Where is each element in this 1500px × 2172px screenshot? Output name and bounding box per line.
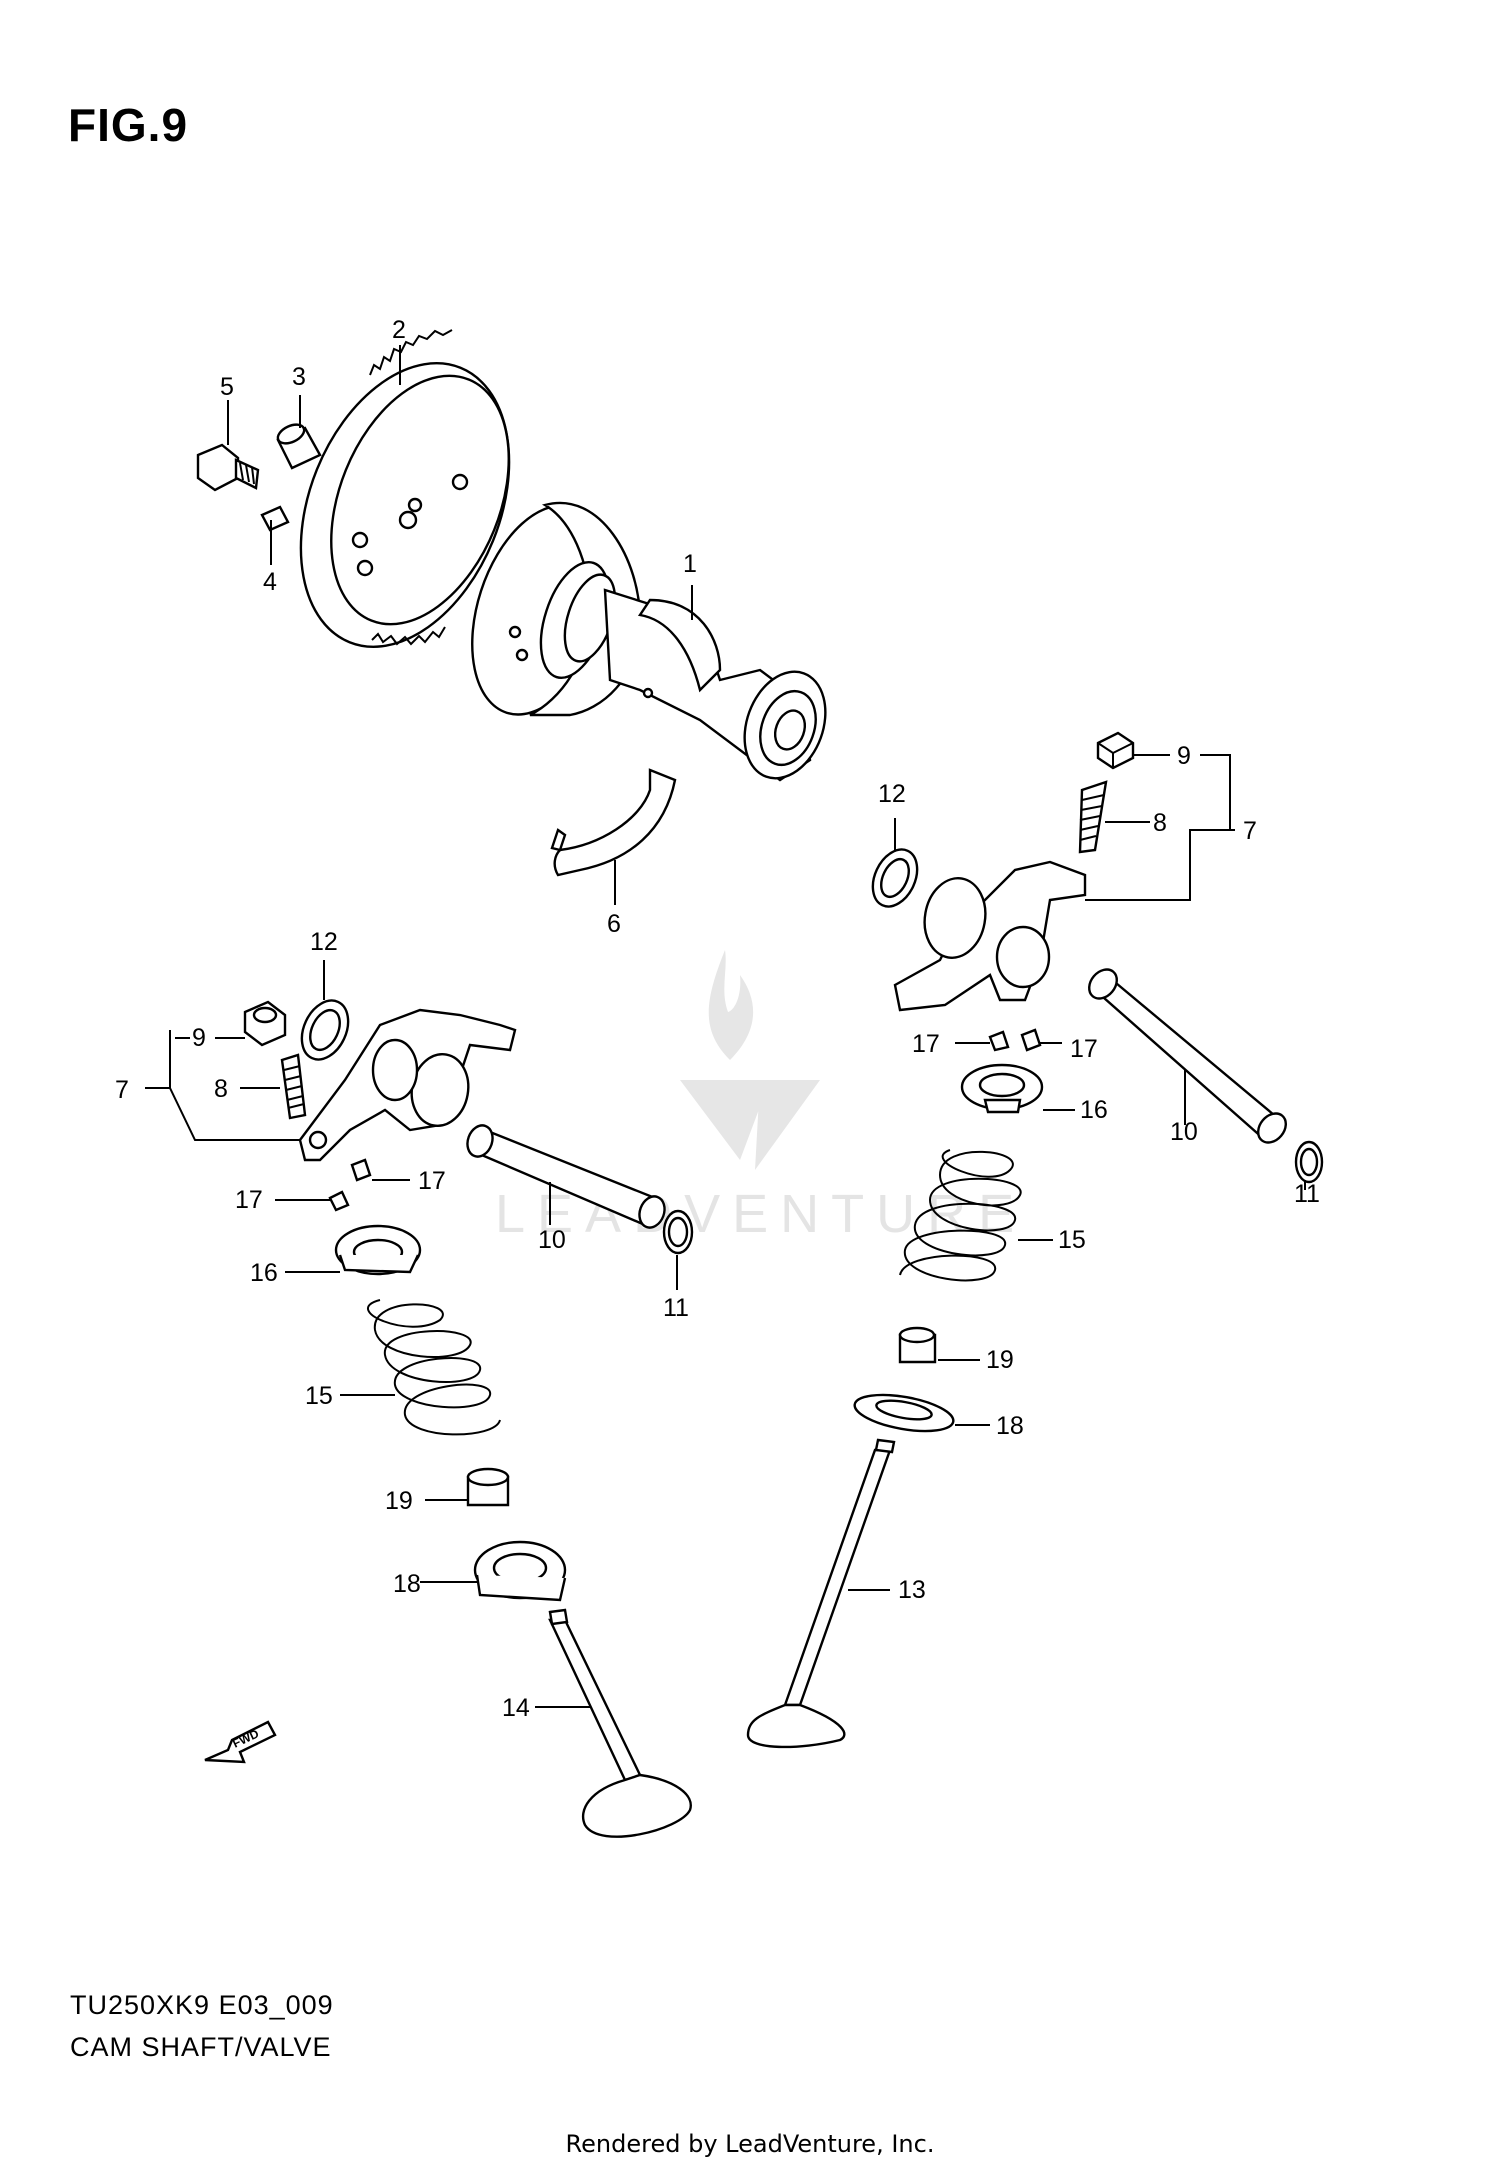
right-callout-8: 8 [1153,809,1167,837]
dowel-pin [276,423,322,470]
callout-1: 1 [683,550,697,578]
right-callout-19: 19 [986,1346,1014,1374]
right-callout-17a: 17 [912,1030,940,1058]
right-callout-12: 12 [878,780,906,808]
left-rocker-nut [243,1000,287,1047]
right-rocker-arm [893,860,1087,1012]
figure-title: FIG.9 [68,99,189,151]
sprocket-bolt [196,443,260,492]
cam-sprocket [299,329,511,648]
left-valve [548,1608,692,1838]
right-callout-11: 11 [1294,1180,1320,1208]
left-rocker-arm [298,1008,517,1162]
right-callout-16: 16 [1080,1096,1108,1124]
right-valve-stem-seal [898,1326,937,1364]
left-callout-14: 14 [502,1694,530,1722]
right-callout-7: 7 [1243,817,1257,845]
left-spring-seat [473,1540,567,1602]
left-callout-12: 12 [310,928,338,956]
leader-lines [145,345,1306,1708]
right-callout-9: 9 [1177,742,1191,770]
left-adjust-screw [280,1053,307,1120]
left-shaft-oring [662,1209,694,1255]
left-callout-11: 11 [663,1294,689,1322]
left-callout-17b: 17 [418,1167,446,1195]
callout-2: 2 [392,316,406,344]
thrust-washer [550,768,677,877]
model-code: TU250XK9 E03_009 [70,1990,334,2020]
right-callout-13: 13 [898,1576,926,1604]
left-callout-15: 15 [305,1382,333,1410]
right-callout-17b: 17 [1070,1035,1098,1063]
right-callout-18: 18 [996,1412,1024,1440]
left-oring [300,999,350,1061]
right-rocker-nut [1096,731,1135,770]
callout-3: 3 [292,363,306,391]
right-valve-cotter [988,1028,1042,1052]
left-valve-spring [367,1299,501,1436]
right-callout-10: 10 [1170,1118,1198,1146]
left-callout-9: 9 [192,1024,206,1052]
callout-numbers: 2 3 5 4 1 6 9 8 7 12 17 17 16 10 11 15 1… [115,316,1320,1722]
right-spring-retainer [960,1063,1044,1114]
left-callout-10: 10 [538,1226,566,1254]
callout-5: 5 [220,373,234,401]
left-spring-retainer [334,1224,422,1276]
rendered-by-credit: Rendered by LeadVenture, Inc. [565,2130,935,2158]
right-callout-15: 15 [1058,1226,1086,1254]
figure-name: CAM SHAFT/VALVE [70,2032,332,2062]
left-callout-18: 18 [393,1570,421,1598]
right-valve-spring [899,1149,1022,1282]
fwd-arrow-icon: FWD [204,1720,277,1764]
right-oring [871,848,919,908]
left-callout-17a: 17 [235,1186,263,1214]
left-callout-8: 8 [214,1075,228,1103]
camshaft [471,501,827,782]
right-valve [746,1438,896,1749]
callout-6: 6 [607,910,621,938]
left-callout-16: 16 [250,1259,278,1287]
callout-4: 4 [263,568,277,596]
right-shaft-oring [1294,1140,1324,1184]
right-rocker-shaft [1088,968,1287,1144]
right-spring-seat [853,1393,955,1433]
right-adjust-screw [1078,780,1108,854]
pin [260,505,290,532]
left-rocker-shaft [466,1124,666,1229]
left-callout-19: 19 [385,1487,413,1515]
left-valve-stem-seal [466,1467,510,1507]
left-valve-cotter [328,1158,372,1212]
left-callout-7: 7 [115,1076,129,1104]
